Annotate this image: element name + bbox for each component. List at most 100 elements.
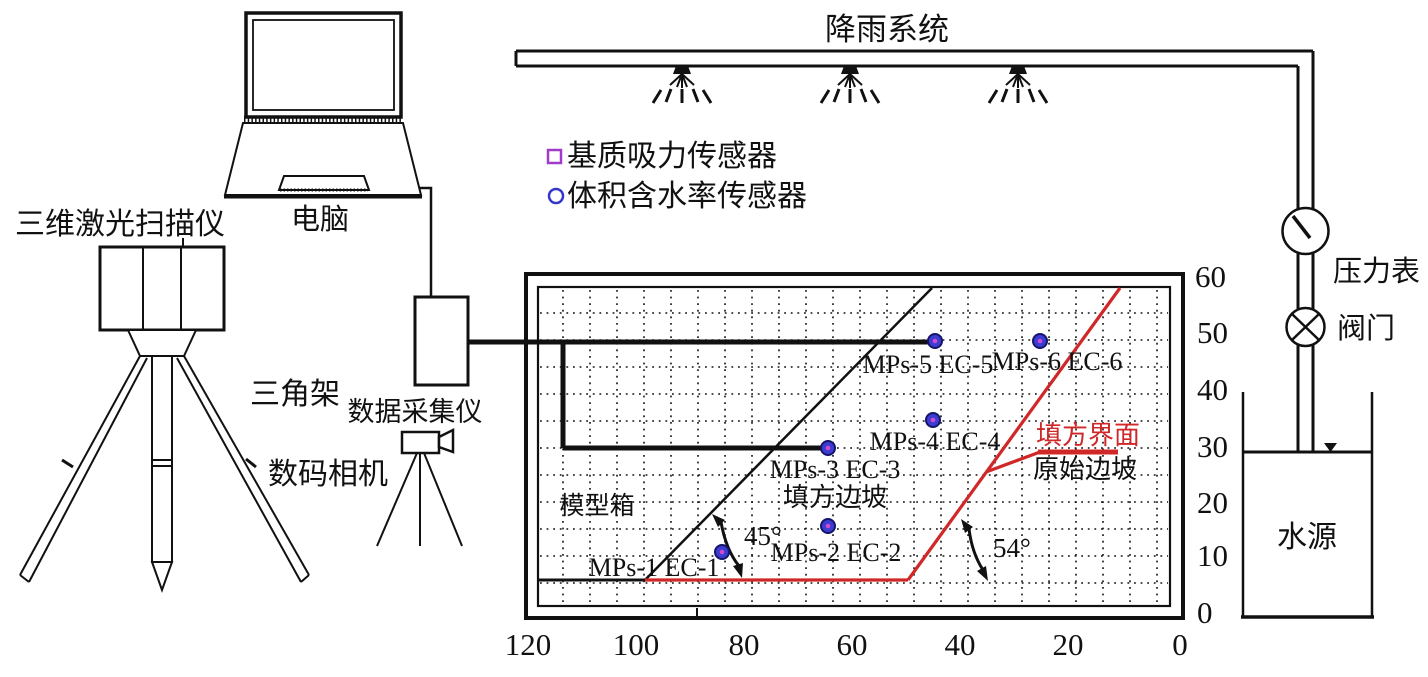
- x-tick: 0: [1172, 627, 1188, 662]
- tripod-head: [126, 329, 198, 357]
- arrowhead: [961, 519, 973, 533]
- y-tick: 10: [1197, 538, 1228, 573]
- interface-branch: [985, 450, 1041, 474]
- sensor-core: [825, 445, 831, 451]
- laptop-daq-cable: [419, 186, 433, 297]
- sprinkler-spray: [669, 73, 683, 86]
- camera-label: 数码相机: [268, 458, 388, 491]
- scanner-body: [98, 245, 226, 332]
- sprinkler-icon: [819, 66, 881, 104]
- rainfall-pipe: [514, 49, 1315, 452]
- tripod-left-leg: [19, 355, 141, 576]
- sprinkler-nozzle: [1009, 66, 1027, 74]
- rain-drop-line: [691, 88, 700, 103]
- rain-drop-line: [651, 89, 663, 104]
- sprinkler-spray: [1017, 73, 1024, 88]
- water-content-sensor-marker-1: [714, 544, 730, 560]
- rain-drop-line: [987, 89, 999, 104]
- rain-drop-line: [819, 89, 831, 104]
- sprinkler-nozzle: [673, 66, 691, 74]
- angle-45-label: 45°: [744, 521, 782, 551]
- gauge-needle: [1291, 214, 1312, 240]
- laser-scanner-illustration: [19, 238, 310, 593]
- camera-tripod-leg: [423, 452, 463, 547]
- rain-drop-line: [664, 88, 673, 103]
- water-content-sensor-marker-2: [820, 518, 836, 534]
- scanner-label: 三维激光扫描仪: [15, 208, 225, 241]
- rain-drop-line: [832, 88, 841, 103]
- pressure-gauge-label: 压力表: [1333, 255, 1420, 288]
- legend: 基质吸力传感器 体积含水率传感器: [546, 140, 807, 213]
- original-slope-label: 原始边坡: [1033, 455, 1137, 484]
- sensor-label-6: MPs-6 EC-6: [992, 347, 1123, 376]
- y-tick: 20: [1197, 485, 1228, 520]
- sensor-label-5: MPs-5 EC-5: [863, 350, 994, 379]
- sensor-core: [719, 549, 725, 555]
- tripod-right-leg-joint: [245, 457, 257, 469]
- daq-box: [413, 295, 470, 387]
- tripod-left-leg-joint: [61, 458, 74, 469]
- fill-slope-line: [644, 287, 933, 581]
- y-tick: 60: [1195, 259, 1226, 294]
- x-tick: 100: [613, 627, 660, 662]
- water-content-sensor-marker-4: [925, 412, 941, 428]
- camera-tripod-leg: [376, 452, 418, 547]
- angle-54-arrow: [961, 519, 988, 581]
- tripod-right-leg: [176, 357, 302, 583]
- rain-drop-line: [1000, 88, 1009, 103]
- tripod-left-leg: [28, 357, 148, 583]
- legend-water-content-label: 体积含水率传感器: [567, 180, 807, 213]
- arc-54: [967, 528, 985, 571]
- model-box-inner: [536, 285, 1172, 608]
- rain-drop-line: [701, 89, 713, 104]
- fill-interface-lines: [645, 287, 1122, 582]
- y-tick: 0: [1197, 595, 1213, 630]
- rain-drop-line: [859, 88, 868, 103]
- daq-label: 数据采集仪: [348, 397, 483, 427]
- camera-lens: [437, 427, 455, 454]
- water-tank: [1241, 392, 1374, 619]
- sensor-core: [932, 338, 938, 344]
- water-source-label: 水源: [1277, 521, 1337, 554]
- angle-54-label: 54°: [993, 533, 1031, 563]
- fill-interface-label: 填方界面: [1036, 421, 1140, 450]
- sprinkler-spray: [681, 73, 688, 88]
- sensor-label-3: MPs-3 EC-3: [770, 455, 901, 484]
- valve-cross: [1291, 313, 1320, 341]
- arrowhead: [733, 563, 743, 578]
- y-tick: 50: [1197, 315, 1228, 350]
- sprinkler-spray: [1017, 73, 1031, 86]
- arrowhead: [977, 566, 988, 581]
- sprinkler-icon: [651, 66, 713, 104]
- valve-label: 阀门: [1337, 312, 1395, 345]
- sprinkler-spray: [681, 73, 695, 86]
- x-axis-ticks: 120 100 80 60 40 20 0: [505, 627, 1188, 662]
- sprinkler-spray: [1005, 73, 1019, 86]
- tripod-label: 三角架: [250, 378, 340, 411]
- sprinklers: [651, 66, 1049, 104]
- x-tick: 60: [837, 627, 868, 662]
- tripod-right-leg-tip: [300, 574, 310, 583]
- computer-label: 电脑: [291, 203, 349, 236]
- sprinkler-spray: [849, 73, 856, 88]
- x-tick: 120: [505, 627, 552, 662]
- sprinkler-spray: [849, 73, 863, 86]
- camera-body: [400, 430, 441, 455]
- tripod-left-leg-tip: [19, 574, 30, 583]
- sprinkler-spray: [837, 73, 851, 86]
- water-content-sensor-icon: [547, 187, 565, 205]
- x-tick: 80: [729, 627, 760, 662]
- rainfall-system-label: 降雨系统: [825, 12, 949, 47]
- sensor-label-2: MPs-2 EC-2: [771, 538, 902, 567]
- water-content-sensor-marker-3: [820, 440, 836, 456]
- y-tick: 40: [1197, 372, 1228, 407]
- y-tick: 30: [1197, 429, 1228, 464]
- model-box-label: 模型箱: [559, 492, 634, 520]
- sensor-label-1: MPs-1 EC-1: [589, 553, 720, 582]
- original-slope-line: [906, 287, 1122, 581]
- y-axis-ticks: 60 50 40 30 20 10 0: [1195, 259, 1228, 630]
- fill-slope-label: 填方边坡: [783, 483, 887, 512]
- legend-matric-suction-label: 基质吸力传感器: [567, 140, 777, 173]
- sensor-core: [825, 523, 831, 529]
- laptop-screen-outer: [244, 11, 403, 119]
